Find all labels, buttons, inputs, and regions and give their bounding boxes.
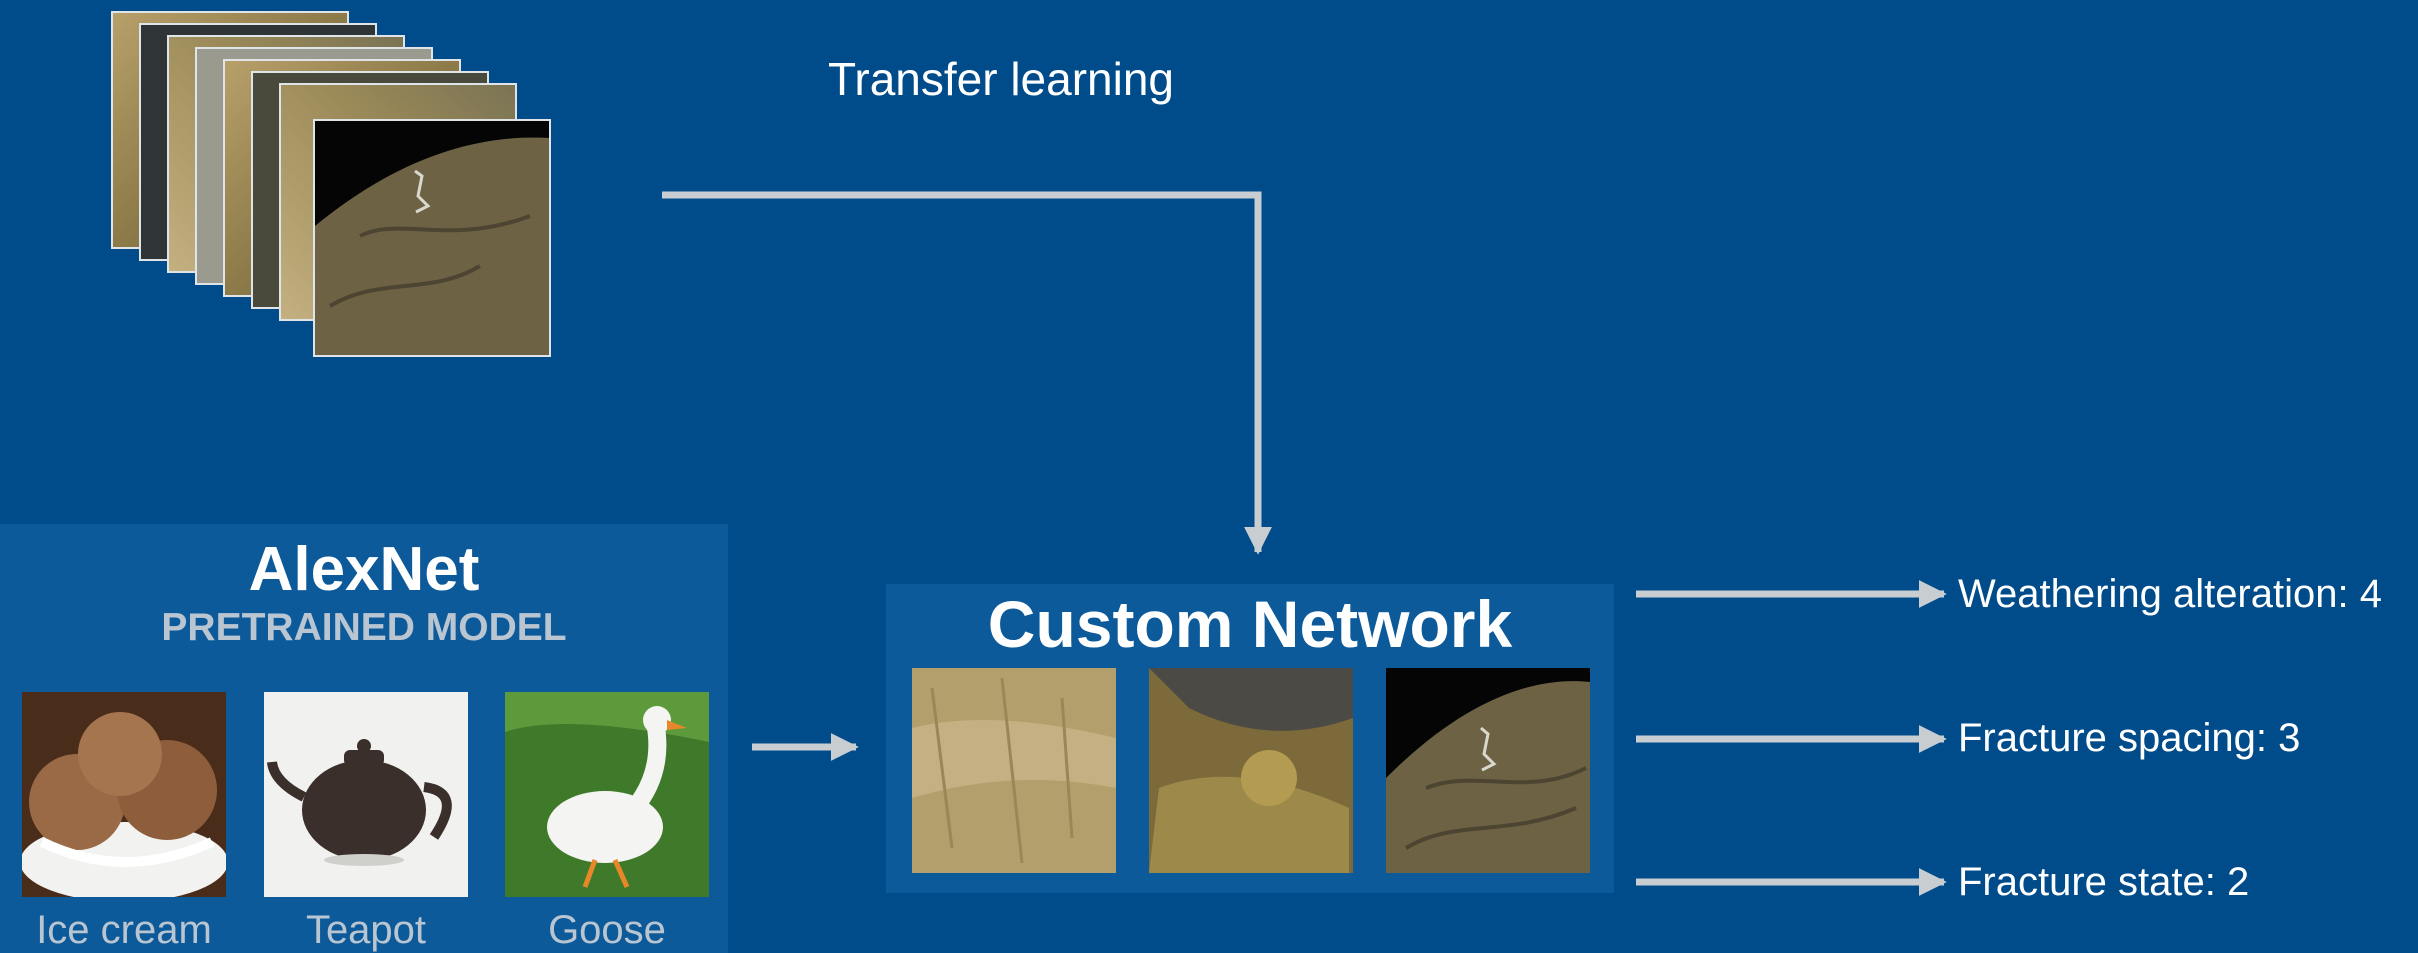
teapot-image: [264, 692, 468, 897]
goose-icon: [505, 692, 709, 897]
alexnet-subtitle: PRETRAINED MODEL: [161, 606, 567, 649]
rock-face-texture-icon: [1149, 668, 1353, 873]
ice-cream-icon: [22, 692, 226, 897]
stack-front-image: [313, 119, 551, 357]
goose-label: Goose: [548, 908, 666, 952]
rock-image-3: [1386, 668, 1590, 873]
ice-cream-image: [22, 692, 226, 897]
rock-image-1: [912, 668, 1116, 873]
output-fracture-state: Fracture state: 2: [1958, 860, 2250, 904]
teapot-icon: [264, 692, 468, 897]
alexnet-title: AlexNet: [248, 535, 480, 604]
output-fracture-spacing: Fracture spacing: 3: [1958, 716, 2301, 760]
rock-face-texture-icon: [912, 668, 1116, 873]
output-weathering-alteration: Weathering alteration: 4: [1958, 572, 2382, 616]
training-image-stack: [111, 11, 551, 357]
ice-cream-label: Ice cream: [36, 908, 212, 952]
custom-network-title: Custom Network: [987, 587, 1513, 661]
transfer-learning-label: Transfer learning: [828, 53, 1175, 105]
goose-image: [505, 692, 709, 897]
rock-face-texture-icon: [1386, 668, 1590, 873]
rock-image-2: [1149, 668, 1353, 873]
transfer-connector-arrow: [662, 191, 1272, 555]
teapot-label: Teapot: [305, 908, 427, 952]
